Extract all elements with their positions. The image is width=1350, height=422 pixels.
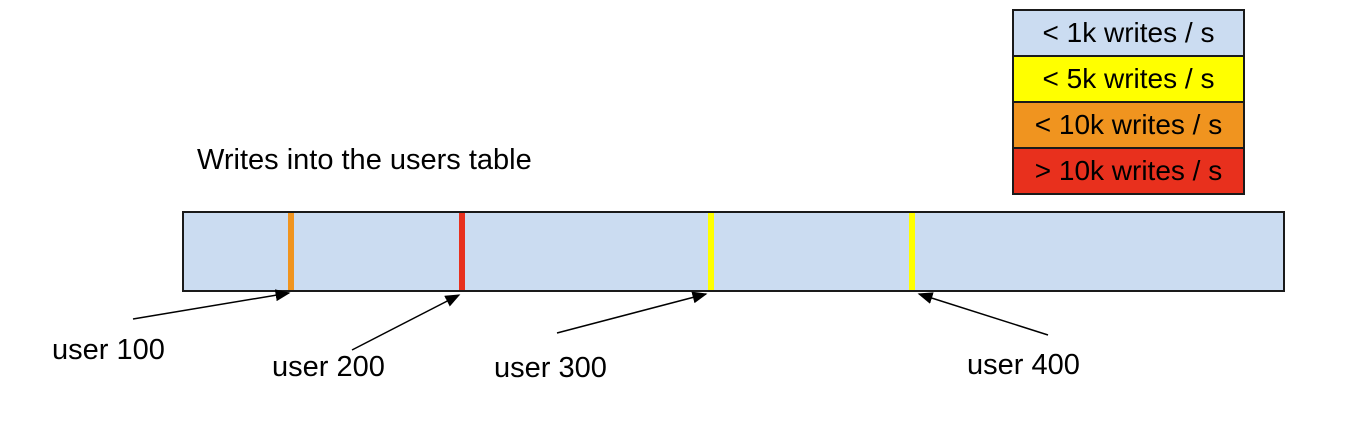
user-100-label: user 100: [52, 334, 165, 366]
arrow-user-100: [132, 289, 291, 320]
arrow-user-400: [917, 292, 1049, 336]
write-hotspot-user-400: [909, 213, 916, 290]
arrow-user-300: [556, 291, 708, 334]
legend-item-label: < 1k writes / s: [1042, 17, 1215, 48]
user-200-label: user 200: [272, 351, 385, 383]
write-rate-legend: < 1k writes / s < 5k writes / s < 10k wr…: [1012, 9, 1245, 195]
legend-item-label: < 5k writes / s: [1042, 63, 1215, 94]
diagram-title: Writes into the users table: [197, 144, 532, 176]
legend-item-lt-5k: < 5k writes / s: [1014, 57, 1243, 103]
write-hotspot-user-200: [458, 213, 465, 290]
legend-item-label: < 10k writes / s: [1034, 109, 1223, 140]
legend-item-lt-1k: < 1k writes / s: [1014, 11, 1243, 57]
arrow-user-200: [351, 294, 461, 351]
legend-item-lt-10k: < 10k writes / s: [1014, 103, 1243, 149]
legend-item-gt-10k: > 10k writes / s: [1014, 149, 1243, 193]
users-table-bar: [182, 211, 1285, 292]
write-hotspot-user-100: [288, 213, 295, 290]
legend-item-label: > 10k writes / s: [1034, 155, 1223, 186]
user-400-label: user 400: [967, 349, 1080, 381]
write-hotspot-user-300: [708, 213, 715, 290]
user-300-label: user 300: [494, 352, 607, 384]
